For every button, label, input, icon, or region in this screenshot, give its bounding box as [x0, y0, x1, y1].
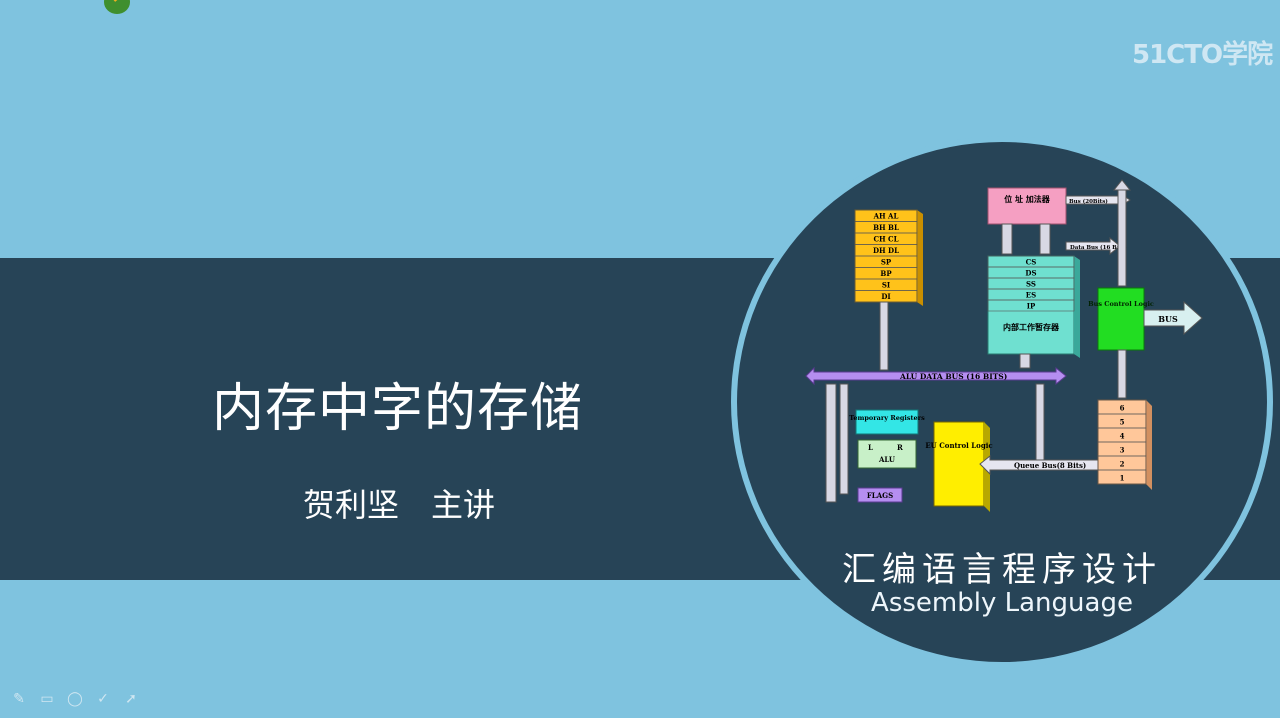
instruction-queue: 6 5 4 3 2 1 — [1097, 399, 1152, 490]
address-adder-box — [987, 187, 1067, 225]
bus-20-label: Bus (20Bits) — [1069, 198, 1108, 205]
eraser-icon[interactable]: ▭ — [40, 691, 54, 707]
address-adder-label: 位 址 加法器 — [1004, 194, 1051, 204]
register-label: CH CL — [873, 235, 898, 244]
segment-register-label: CS — [1026, 257, 1037, 266]
segment-register-cell — [987, 299, 1075, 312]
register-label: DI — [881, 292, 890, 301]
register-label: BH BL — [873, 223, 899, 232]
internal-regs-label: 内部工作暂存器 — [1003, 322, 1060, 332]
bus-control-box — [1097, 287, 1145, 351]
queue-slot-label: 1 — [1120, 474, 1125, 483]
pen-icon[interactable]: ✎ — [13, 691, 25, 707]
segment-register-label: DS — [1025, 268, 1036, 277]
svg-text:R: R — [897, 443, 903, 452]
bus-label: BUS — [1158, 314, 1178, 324]
segment-register-label: ES — [1026, 290, 1036, 299]
presenter-line: 贺利坚 主讲 — [303, 486, 496, 524]
register-label: AH AL — [873, 212, 899, 221]
cpu-architecture-diagram: AH AL BH BL CH CL DH DL SP BP SI DI 位 址 加法器 Bus… — [805, 179, 1203, 512]
queue-bus-label: Queue Bus(8 Bits) — [1014, 461, 1086, 470]
shape-icon[interactable]: ◯ — [67, 691, 83, 707]
alu-data-bus-label: ALU DATA BUS (16 BITS) — [899, 372, 1007, 381]
queue-slot-cell — [1097, 469, 1147, 485]
pointer-icon[interactable]: ➚ — [125, 691, 137, 707]
check-icon[interactable]: ✓ — [97, 691, 109, 707]
register-label: BP — [880, 269, 892, 278]
data-bus-16-label: Data Bus (16 Bits) — [1070, 244, 1128, 251]
queue-slot-label: 4 — [1120, 432, 1125, 441]
slide-title: 内存中字的存储 — [212, 379, 584, 439]
queue-slot-label: 6 — [1120, 404, 1125, 413]
annotation-toolbar: ✎ ▭ ◯ ✓ ➚ — [10, 690, 140, 708]
segment-register-label: SS — [1026, 279, 1036, 288]
watermark-logo: 51CTO学院 — [1132, 40, 1273, 70]
svg-text:L: L — [868, 443, 873, 452]
course-subtitle: Assembly Language — [871, 588, 1133, 618]
segment-register-label: IP — [1027, 301, 1036, 310]
eu-control-label: EU Control Logic — [925, 441, 992, 450]
app-icon[interactable] — [104, 0, 130, 14]
flags-label: FLAGS — [867, 491, 893, 500]
temp-registers-label: Temporary Registers — [849, 414, 925, 422]
register-label: SP — [881, 258, 892, 267]
bus-control-label: Bus Control Logic — [1088, 300, 1154, 308]
segment-registers: CS DS SS ES IP 内部工作暂存器 — [987, 255, 1080, 358]
queue-slot-label: 2 — [1120, 460, 1125, 469]
alu-label: ALU — [878, 455, 895, 464]
course-title: 汇编语言程序设计 — [842, 550, 1162, 590]
queue-slot-label: 3 — [1120, 446, 1125, 455]
queue-slot-label: 5 — [1120, 418, 1125, 427]
general-registers: AH AL BH BL CH CL DH DL SP BP SI DI — [854, 209, 923, 306]
register-label: SI — [882, 281, 890, 290]
register-label: DH DL — [873, 246, 899, 255]
